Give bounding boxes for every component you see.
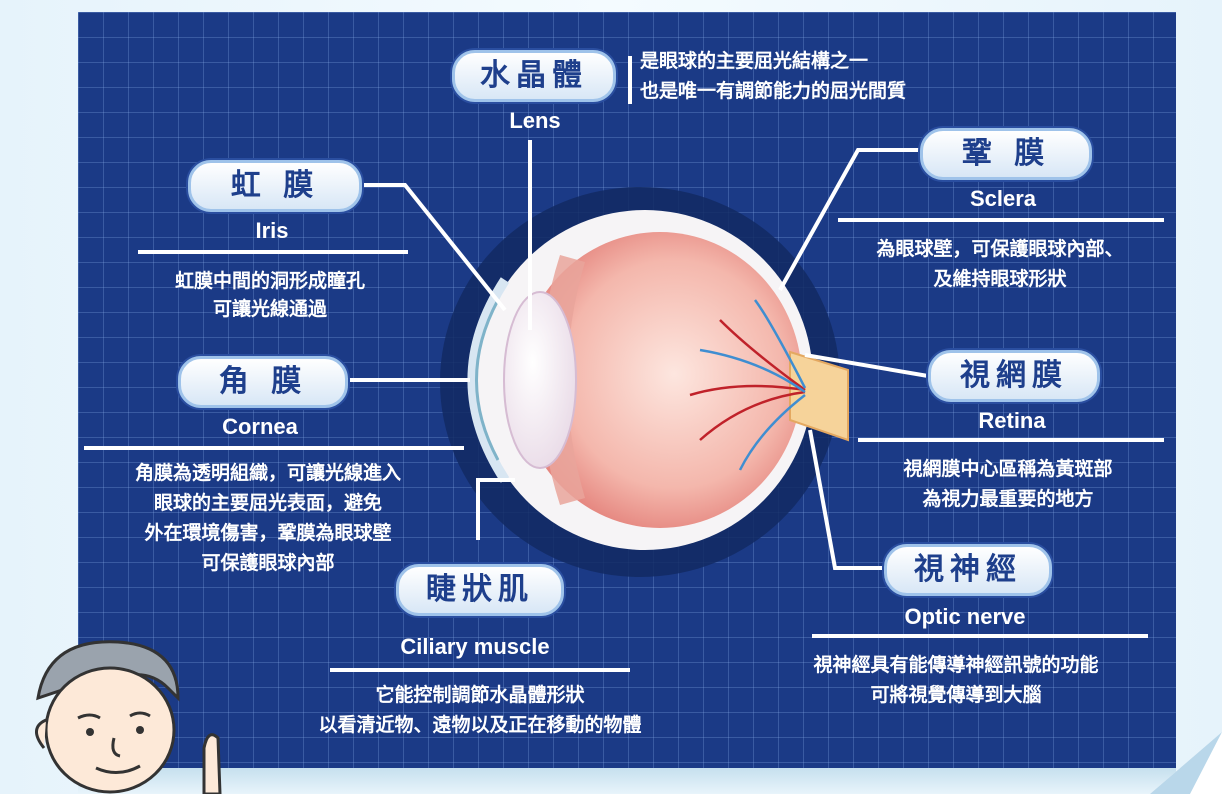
sclera-label-pill: 鞏 膜 — [920, 128, 1092, 180]
iris-english-label: Iris — [255, 218, 289, 243]
lens-desc-line-2: 也是唯一有調節能力的屈光間質 — [640, 80, 907, 102]
optic-desc-line-2: 可將視覺傳導到大腦 — [870, 684, 1042, 706]
lens-shape — [503, 291, 577, 469]
ciliary-desc-line-1: 它能控制調節水晶體形狀 — [375, 684, 585, 706]
eyeball-interior — [518, 232, 802, 528]
ciliary-desc-line-2: 以看清近物、遠物以及正在移動的物體 — [318, 714, 642, 736]
sclera-english-label: Sclera — [969, 186, 1037, 211]
retina-rule — [858, 438, 1164, 442]
ciliary-english-label: Ciliary muscle — [400, 634, 550, 659]
ciliary-rule — [330, 668, 630, 672]
optic-label-pill: 視神經 — [884, 544, 1052, 596]
sclera-desc-line-2: 及維持眼球形狀 — [933, 268, 1067, 290]
connector-ciliary — [476, 478, 515, 540]
iris-label-pill: 虹 膜 — [188, 160, 362, 212]
bottom-band — [78, 768, 1176, 794]
lens-desc-line-1: 是眼球的主要屈光結構之一 — [640, 50, 869, 72]
connector-sclera — [778, 148, 920, 291]
connector-iris — [358, 183, 507, 312]
cornea-rule — [84, 446, 464, 450]
doctor-illustration — [35, 640, 222, 794]
connector-retina — [804, 353, 929, 378]
cornea-desc-line-1: 角膜為透明組織，可讓光線進入 — [134, 462, 401, 484]
cornea-desc-line-2: 眼球的主要屈光表面，避免 — [153, 492, 382, 514]
retina-desc-line-1: 視網膜中心區稱為黃斑部 — [903, 458, 1113, 480]
sclera-desc-line-1: 為眼球壁，可保護眼球內部、 — [876, 238, 1124, 260]
ciliary-label-pill: 睫狀肌 — [396, 564, 564, 616]
cornea-desc-line-3: 外在環境傷害，鞏膜為眼球壁 — [144, 522, 392, 544]
optic-rule — [812, 634, 1148, 638]
optic-nerve-shape — [789, 350, 849, 442]
sclera-rule — [838, 218, 1164, 222]
blood-vessels — [689, 299, 807, 471]
page-curl-corner — [1150, 732, 1222, 794]
cornea-desc-line-4: 可保護眼球內部 — [201, 552, 335, 574]
iris-rule — [138, 250, 408, 254]
connector-optic — [808, 429, 884, 570]
iris-desc-line-2: 可讓光線通過 — [212, 298, 327, 320]
cornea-shape — [467, 277, 510, 483]
retina-english-label: Retina — [978, 408, 1046, 433]
cornea-label-pill: 角 膜 — [178, 356, 348, 408]
retina-desc-line-2: 為視力最重要的地方 — [922, 488, 1094, 510]
lens-desc-bar — [628, 56, 632, 104]
optic-desc-line-1: 視神經具有能傳導神經訊號的功能 — [813, 654, 1099, 676]
cornea-english-label: Cornea — [222, 414, 298, 439]
iris-desc-line-1: 虹膜中間的洞形成瞳孔 — [174, 270, 365, 292]
optic-english-label: Optic nerve — [904, 604, 1026, 629]
lens-label-pill: 水晶體 — [452, 50, 616, 102]
retina-label-pill: 視網膜 — [928, 350, 1100, 402]
lens-english-label: Lens — [509, 108, 561, 133]
